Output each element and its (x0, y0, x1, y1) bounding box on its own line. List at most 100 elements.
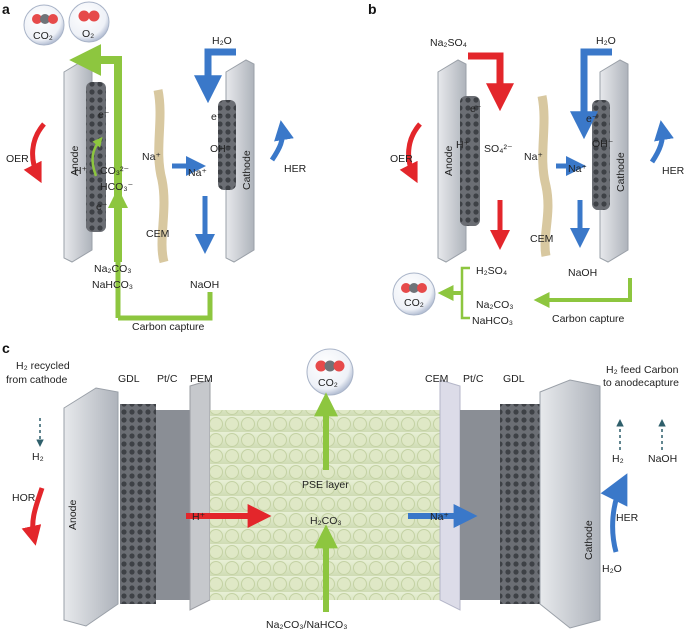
b-co2-bubble-icon (392, 272, 436, 316)
b-her-arrow (649, 120, 674, 164)
co2-molecule-icon (32, 14, 42, 24)
b-co2-label: CO₂ (404, 297, 424, 309)
panel-b: b Anode CEM Cathode Na₂SO₄ H₂O e⁻ e⁻ (368, 1, 685, 327)
c-gdl-right-label: GDL (503, 373, 525, 385)
b-bracket (460, 266, 470, 320)
b-e-anode-label: e⁻ (470, 103, 482, 115)
c-gdl-left (120, 404, 156, 604)
b-cem-label: CEM (530, 233, 553, 245)
c-naoh-label: NaOH (648, 453, 677, 465)
a-oer-label: OER (6, 153, 29, 165)
c-h2-left-label: H₂ (32, 451, 44, 463)
a-her-arrow (269, 120, 294, 162)
panel-b-letter: b (368, 1, 377, 17)
a-hco3-label: HCO₃⁻ (100, 181, 134, 193)
a-cem-label: CEM (146, 228, 169, 240)
b-cem-membrane (537, 95, 553, 257)
a-recycle-arrow (118, 292, 213, 321)
b-salt-in-arrow (468, 52, 514, 112)
b-na-plus-left-label: Na⁺ (524, 151, 543, 163)
a-h2o-label: H₂O (212, 35, 232, 47)
c-pem-membrane (189, 379, 211, 611)
c-hor-label: HOR (12, 492, 36, 504)
b-naoh-to-capture-arrow (533, 278, 632, 308)
c-anode-label: Anode (67, 499, 79, 530)
c-ptc-left (156, 410, 190, 600)
b-anode-plate (437, 59, 467, 263)
b-so4-label: SO₄²⁻ (484, 143, 513, 155)
a-cathode-electrode (218, 100, 236, 190)
panel-c-letter: c (2, 340, 10, 356)
c-cathode-plate (539, 379, 601, 629)
c-gdl-right (500, 404, 540, 604)
a-h-plus-label: H⁺ (74, 165, 88, 177)
a-naoh-label: NaOH (190, 279, 219, 291)
c-ptc-right (460, 410, 500, 600)
b-h2o-label: H₂O (596, 35, 616, 47)
b-h-plus-label: H⁺ (456, 139, 470, 151)
b-na2so4-label: Na₂SO₄ (430, 37, 467, 49)
c-h2-recycled-line1: H₂ recycled (16, 360, 70, 372)
c-anode-plate (63, 387, 119, 627)
a-na2co3-label: Na₂CO₃ (94, 263, 132, 275)
panel-a: a CO₂ O₂ Anode CEM Cathode H₂O (2, 1, 307, 333)
a-h-migration-arrow (91, 136, 103, 177)
c-h2o-label: H₂O (602, 563, 622, 575)
a-nahco3-label: NaHCO₃ (92, 279, 133, 291)
a-anode-electrode (86, 82, 106, 232)
b-cathode-label: Cathode (615, 152, 627, 192)
c-carbon-capture-line1: Carbon (644, 364, 679, 376)
b-carbon-capture-label: Carbon capture (552, 313, 625, 325)
a-co2-label: CO₂ (33, 30, 53, 42)
b-her-label: HER (662, 165, 685, 177)
a-oer-arrow (23, 122, 46, 184)
a-water-in-arrow (194, 48, 236, 104)
c-pse-layer (210, 410, 440, 600)
b-anode-label: Anode (443, 145, 455, 176)
c-her-label: HER (616, 512, 639, 524)
c-cem-label: CEM (425, 373, 448, 385)
c-h2-feed-line1: H₂ feed (606, 364, 641, 376)
a-o2-label: O₂ (82, 28, 94, 40)
c-h2-feed-line2: to anode (603, 377, 644, 389)
c-hor-arrow (21, 487, 45, 546)
a-e-top-label: e⁻ (98, 109, 110, 121)
a-na-plus-left-label: Na⁺ (142, 151, 161, 163)
panel-a-letter: a (2, 1, 10, 17)
panel-c: c Anode Cathode (2, 340, 679, 631)
b-naoh-label: NaOH (568, 267, 597, 279)
a-co3-label: CO₃²⁻ (100, 165, 130, 177)
a-e-cathode-label: e⁻ (211, 111, 223, 123)
c-her-arrow (600, 473, 628, 553)
b-h2so4-label: H₂SO₄ (476, 265, 507, 277)
b-anode-electrode (460, 96, 480, 226)
a-oh-label: OH⁻ (210, 143, 232, 155)
c-ptc-left-label: Pt/C (157, 373, 178, 385)
a-e-bottom-label: e⁻ (96, 201, 108, 213)
a-carbon-capture-label: Carbon capture (132, 321, 205, 333)
c-carbon-capture-line2: capture (644, 377, 679, 389)
c-pse-layer-label: PSE layer (302, 479, 349, 491)
c-cathode-label: Cathode (583, 520, 595, 560)
b-oer-label: OER (390, 153, 413, 165)
c-pem-label: PEM (190, 373, 213, 385)
c-gdl-left-label: GDL (118, 373, 140, 385)
a-cem-membrane (153, 89, 169, 264)
b-e-cathode-label: e⁻ (586, 113, 598, 125)
a-her-label: HER (284, 163, 307, 175)
a-anode-label: Anode (69, 145, 81, 176)
c-co2-molecule-icon (315, 360, 327, 372)
c-na-plus-label: Na⁺ (430, 511, 449, 523)
a-cathode-label: Cathode (241, 150, 253, 190)
b-oh-label: OH⁻ (592, 138, 614, 150)
c-cem-membrane (439, 379, 461, 611)
c-h2co3-label: H₂CO₃ (310, 515, 342, 527)
a-na-plus-right-label: Na⁺ (188, 167, 207, 179)
b-oer-arrow (399, 122, 422, 184)
c-h2-right-label: H₂ (612, 453, 624, 465)
c-h2-recycled-line2: from cathode (6, 374, 67, 386)
c-h-plus-label: H⁺ (192, 511, 206, 523)
o2-bubble-icon (68, 1, 110, 43)
b-na2co3-label: Na₂CO₃ (476, 299, 514, 311)
